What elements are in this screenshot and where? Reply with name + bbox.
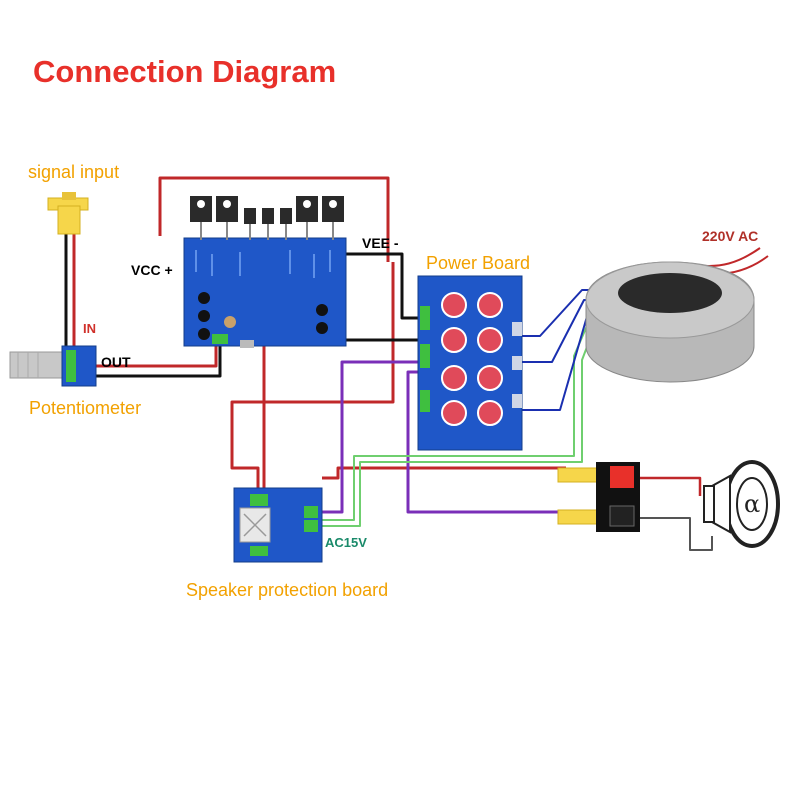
wire-black-pot-out (95, 342, 222, 378)
terminal-negative (609, 505, 635, 527)
speaker-symbol: α (744, 490, 761, 518)
power-connectors-right (512, 322, 522, 408)
amp-connector (240, 340, 254, 348)
wire-layer (64, 176, 769, 551)
transistor (244, 208, 256, 224)
rca-jack-body (57, 205, 81, 235)
wire-red-speaker-plus-out (640, 476, 702, 496)
wire-red-power-to-protection (230, 262, 395, 496)
transistor-legs (200, 222, 334, 240)
transistor (322, 196, 344, 222)
transistor (262, 208, 274, 224)
transistor-row (190, 196, 344, 224)
potentiometer-label: Potentiometer (29, 398, 142, 418)
page-title: Connection Diagram (33, 54, 337, 89)
relay-mark (243, 513, 267, 537)
out-label: OUT (101, 354, 131, 370)
pcb-trimmer (224, 316, 236, 328)
capacitor (477, 327, 503, 353)
protection-output-connector (304, 506, 318, 518)
pcb-components (198, 292, 328, 340)
terminal-positive (610, 466, 634, 488)
wire-red-speaker-plus (322, 466, 566, 480)
wire-purple-power-to-speaker (406, 370, 566, 514)
power-board (417, 275, 523, 451)
capacitor (441, 327, 467, 353)
signal-input-jack (47, 192, 89, 235)
capacitor (441, 365, 467, 391)
transistor (296, 196, 318, 222)
wire-purple-power-to-protection (322, 360, 422, 514)
capacitor (477, 292, 503, 318)
pcb-traces (195, 250, 331, 278)
speaker-protection-label: Speaker protection board (186, 580, 389, 600)
transistor (190, 196, 212, 222)
terminal-lug (557, 467, 599, 483)
wire-black-vee (346, 252, 422, 320)
power-connectors-left (420, 306, 430, 412)
speaker (703, 460, 780, 548)
amplifier-board (183, 196, 347, 348)
protection-power-connector (250, 494, 268, 506)
power-board-label: Power Board (426, 253, 531, 273)
vee-label: VEE - (362, 235, 399, 251)
capacitor (477, 400, 503, 426)
capacitor (441, 292, 467, 318)
signal-input-label: signal input (28, 162, 120, 182)
terminal-lug (557, 509, 599, 525)
amp-input-connector (212, 334, 228, 344)
transistor (280, 208, 292, 224)
protection-ac-connector (304, 520, 318, 532)
wire-black-speaker-minus (640, 517, 713, 551)
speaker-protection-board (233, 487, 323, 563)
capacitor-grid (441, 292, 503, 426)
ac15v-label: AC15V (325, 535, 367, 550)
capacitor (441, 400, 467, 426)
speaker-terminal (557, 462, 640, 532)
transistor (216, 196, 238, 222)
wire-red-amp-to-power (158, 176, 390, 262)
capacitor (477, 365, 503, 391)
speaker-back (703, 485, 715, 523)
potentiometer (9, 345, 97, 387)
wire-red-pot-to-amp (92, 346, 218, 368)
transistor-holes (197, 200, 337, 208)
in-label: IN (83, 321, 96, 336)
wire-green-ac15-b (322, 301, 605, 527)
pcb-icon (417, 275, 523, 451)
pot-connector (66, 350, 76, 382)
ac-220-label: 220V AC (702, 228, 759, 244)
protection-input-connector (250, 546, 268, 556)
wire-mains-a (689, 247, 761, 268)
vcc-label: VCC + (131, 262, 173, 278)
toroidal-transformer (585, 261, 755, 383)
rca-jack-tip (62, 192, 76, 200)
